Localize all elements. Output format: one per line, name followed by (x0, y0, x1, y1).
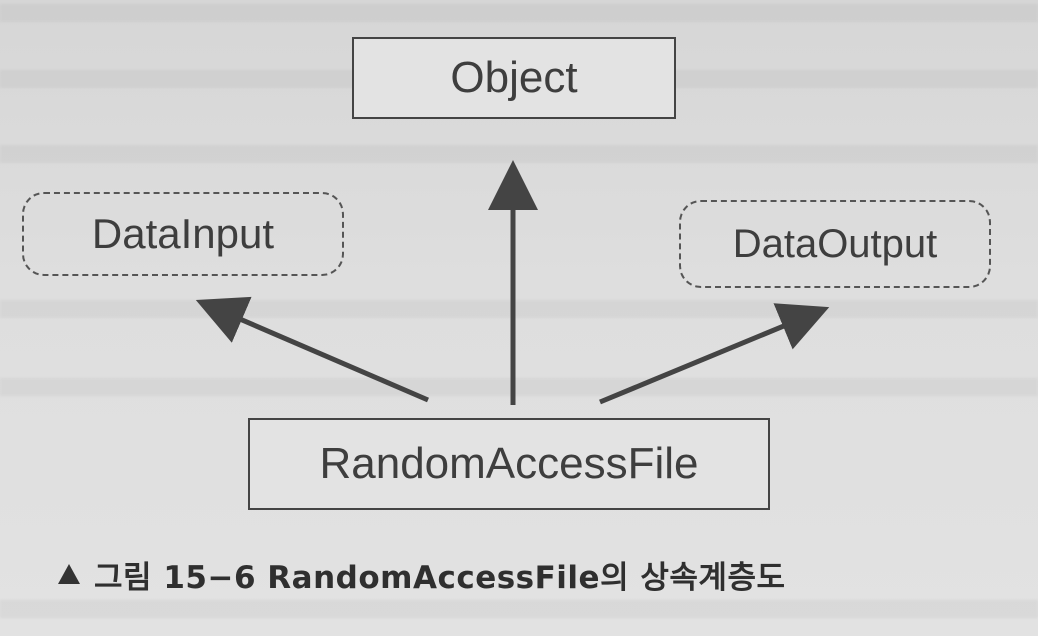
figure-caption-text: 그림 15−6 RandomAccessFile의 상속계층도 (94, 559, 786, 596)
object-class-label: Object (450, 53, 578, 102)
dataoutput-interface-label: DataOutput (732, 221, 938, 266)
arrow-to-dataoutput (599, 303, 830, 405)
datainput-interface-box: DataInput (22, 192, 344, 276)
object-class-box: Object (352, 37, 676, 119)
faint-show-through-line (0, 378, 1038, 396)
randomaccessfile-class-label: RandomAccessFile (319, 439, 699, 488)
randomaccessfile-class-box: RandomAccessFile (248, 418, 770, 510)
dataoutput-interface-box: DataOutput (679, 200, 991, 288)
triangle-up-icon (58, 564, 80, 584)
figure-caption: 그림 15−6 RandomAccessFile의 상속계층도 (58, 550, 958, 598)
arrow-to-datainput (195, 296, 429, 403)
faint-show-through-line (0, 600, 1038, 618)
datainput-interface-label: DataInput (91, 210, 275, 257)
faint-show-through-line (0, 4, 1038, 22)
faint-show-through-line (0, 145, 1038, 163)
